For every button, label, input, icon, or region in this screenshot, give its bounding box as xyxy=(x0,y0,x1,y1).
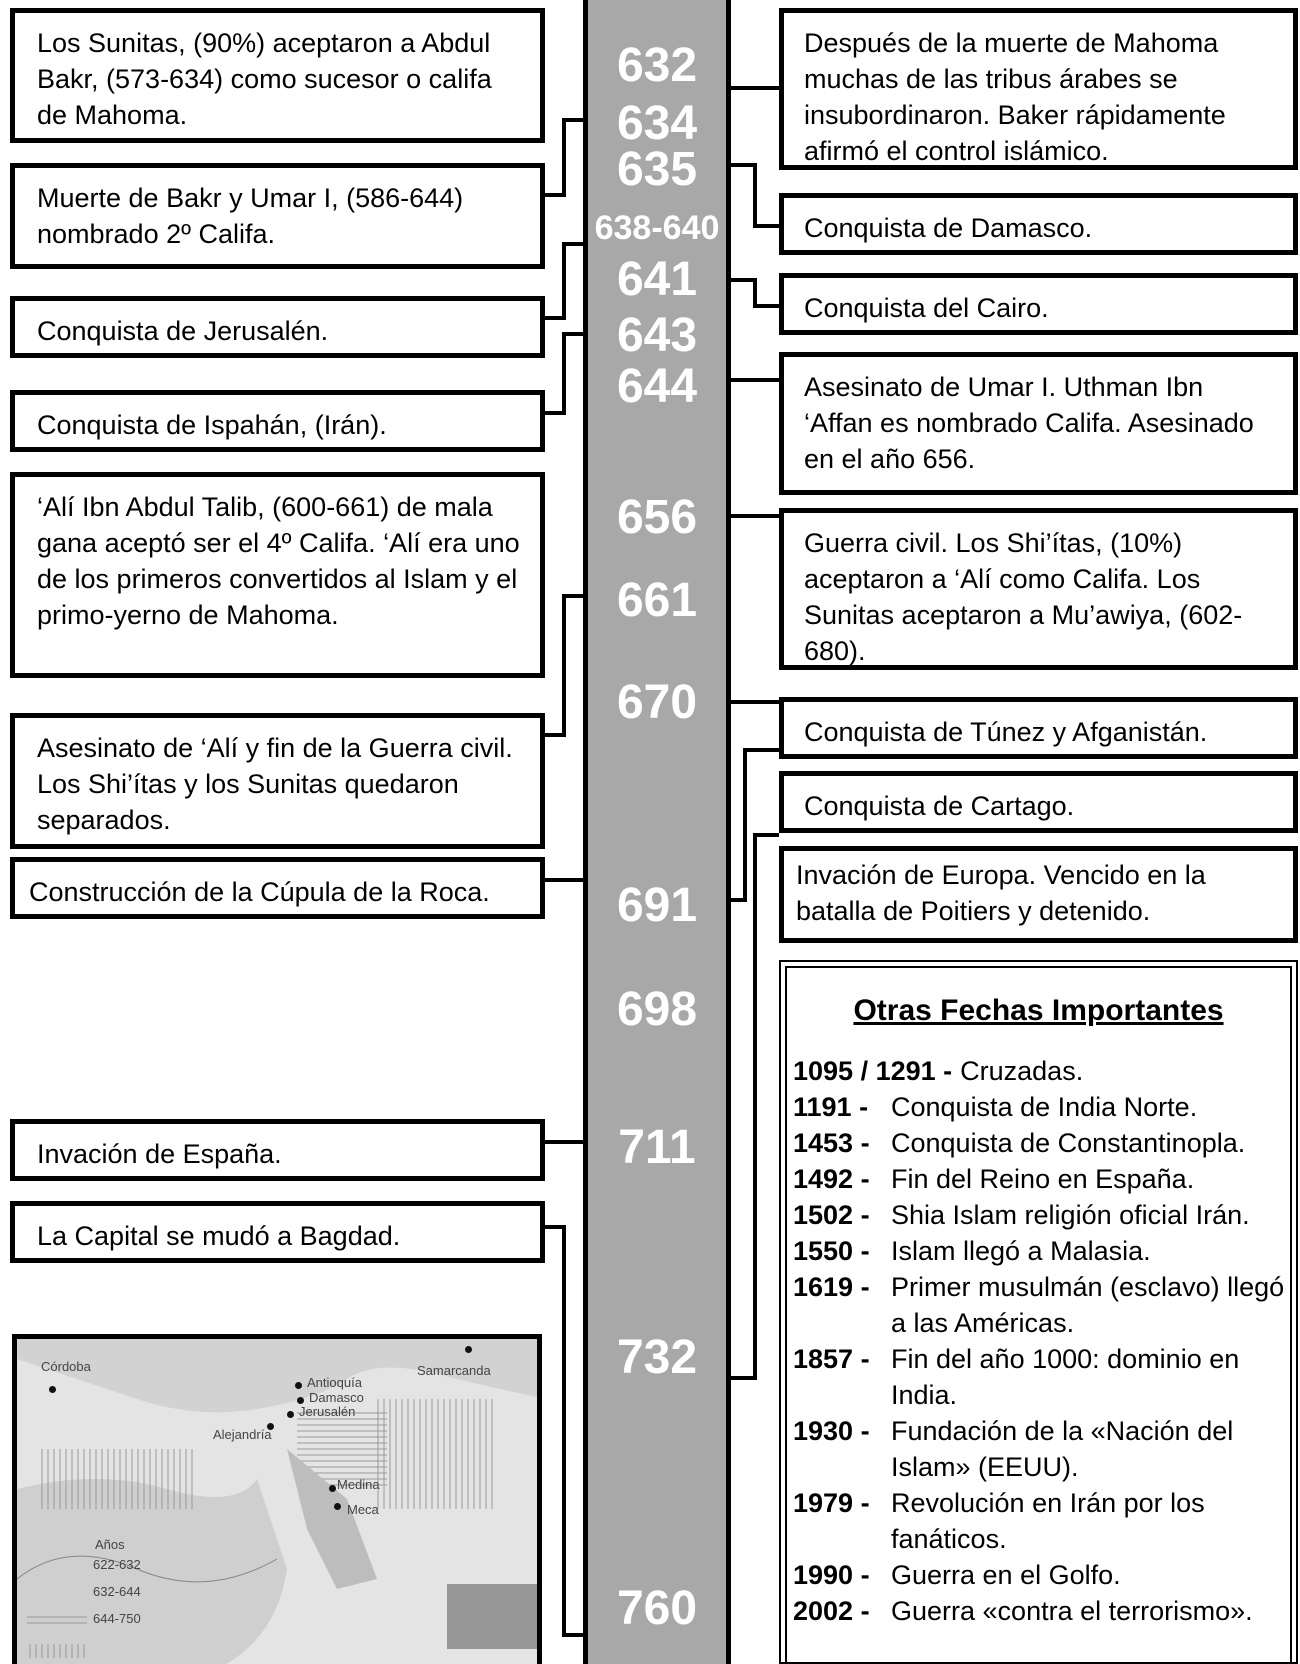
other-dates-frame xyxy=(785,966,1292,1662)
map-graphic xyxy=(17,1339,537,1664)
map-legend-item: 644-750 xyxy=(93,1611,141,1626)
event-text: Muerte de Bakr y Umar I, (586-644) nombr… xyxy=(37,183,464,249)
year-label: 760 xyxy=(616,1582,698,1635)
city-marker xyxy=(295,1382,302,1389)
city-marker xyxy=(287,1411,294,1418)
event-text: Construcción de la Cúpula de la Roca. xyxy=(29,877,490,907)
list-item: 1619 -Primer musulmán (esclavo) llegó a … xyxy=(793,1272,1285,1338)
other-dates-list: 1095 / 1291 -Cruzadas. 1191 -Conquista d… xyxy=(793,1053,1292,1629)
event-text: La Capital se mudó a Bagdad. xyxy=(37,1221,401,1251)
event-box-634: Muerte de Bakr y Umar I, (586-644) nombr… xyxy=(10,163,545,269)
year-label: 634 xyxy=(616,97,698,150)
event-box-656: ‘Alí Ibn Abdul Talib, (600-661) de mala … xyxy=(10,472,545,678)
event-text: Después de la muerte de Mahoma muchas de… xyxy=(804,28,1226,166)
event-box-632-right: Después de la muerte de Mahoma muchas de… xyxy=(779,8,1298,170)
city-label: Damasco xyxy=(309,1390,364,1405)
event-text: Invación de Europa. Vencido en la batall… xyxy=(796,860,1206,926)
event-box-638-640: Conquista de Jerusalén. xyxy=(10,296,545,358)
list-item: 1453 -Conquista de Constantinopla. xyxy=(793,1128,1246,1158)
list-item: 1095 / 1291 -Cruzadas. xyxy=(793,1056,1084,1086)
event-text: Asesinato de ‘Alí y fin de la Guerra civ… xyxy=(37,733,513,835)
city-marker xyxy=(334,1503,341,1510)
event-text: Conquista del Cairo. xyxy=(804,293,1049,323)
list-item: 1930 -Fundación de la «Nación del Islam»… xyxy=(793,1416,1234,1482)
expansion-map: Córdoba Samarcanda Antioquía Damasco Jer… xyxy=(12,1334,542,1664)
city-label: Samarcanda xyxy=(417,1363,491,1378)
year-label: 656 xyxy=(616,491,698,544)
event-box-641: Conquista del Cairo. xyxy=(779,273,1298,335)
year-label: 635 xyxy=(616,143,698,196)
event-box-732: Invación de Europa. Vencido en la batall… xyxy=(779,846,1298,943)
map-legend-item: 622-632 xyxy=(93,1557,141,1572)
event-text: Conquista de Ispahán, (Irán). xyxy=(37,410,387,440)
event-box-656-right: Guerra civil. Los Shi’ítas, (10%) acepta… xyxy=(779,508,1298,670)
city-marker xyxy=(329,1485,336,1492)
list-item: 1492 -Fin del Reino en España. xyxy=(793,1164,1195,1194)
year-label: 632 xyxy=(616,39,698,92)
map-legend-item: 632-644 xyxy=(93,1584,141,1599)
year-label: 644 xyxy=(616,360,698,413)
event-box-661: Asesinato de ‘Alí y fin de la Guerra civ… xyxy=(10,713,545,849)
year-label: 643 xyxy=(616,309,698,362)
list-item: 1550 -Islam llegó a Malasia. xyxy=(793,1236,1151,1266)
year-label: 670 xyxy=(616,676,698,729)
year-label: 711 xyxy=(618,1121,696,1174)
year-label: 732 xyxy=(616,1331,698,1384)
city-label: Medina xyxy=(337,1477,380,1492)
event-text: Conquista de Damasco. xyxy=(804,213,1093,243)
list-item: 2002 -Guerra «contra el terrorismo». xyxy=(793,1596,1253,1626)
event-text: Los Sunitas, (90%) aceptaron a Abdul Bak… xyxy=(37,28,492,130)
event-text: Conquista de Jerusalén. xyxy=(37,316,329,346)
event-box-691: Construcción de la Cúpula de la Roca. xyxy=(10,857,545,919)
city-marker xyxy=(49,1386,56,1393)
city-label: Jerusalén xyxy=(299,1404,356,1419)
city-marker xyxy=(465,1346,472,1353)
event-box-698: Conquista de Cartago. xyxy=(779,771,1298,833)
event-box-635: Conquista de Damasco. xyxy=(779,193,1298,255)
event-box-644: Asesinato de Umar I. Uthman Ibn ‘Affan e… xyxy=(779,352,1298,495)
city-label: Antioquía xyxy=(307,1375,362,1390)
year-label: 698 xyxy=(616,983,698,1036)
list-item: 1191 -Conquista de India Norte. xyxy=(793,1092,1198,1122)
list-item: 1979 -Revolución en Irán por los fanátic… xyxy=(793,1488,1205,1554)
event-box-711: Invación de España. xyxy=(10,1119,545,1181)
event-text: Asesinato de Umar I. Uthman Ibn ‘Affan e… xyxy=(804,372,1254,474)
event-box-670: Conquista de Túnez y Afganistán. xyxy=(779,697,1298,759)
event-text: Conquista de Túnez y Afganistán. xyxy=(804,717,1208,747)
city-marker xyxy=(267,1423,274,1430)
city-label: Meca xyxy=(347,1502,379,1517)
event-box-760: La Capital se mudó a Bagdad. xyxy=(10,1201,545,1263)
list-item: 1990 -Guerra en el Golfo. xyxy=(793,1560,1121,1590)
timeline-spine xyxy=(583,0,731,1664)
year-label: 638-640 xyxy=(594,209,720,247)
map-legend-title: Años xyxy=(95,1537,125,1552)
year-label: 691 xyxy=(616,879,698,932)
year-label: 641 xyxy=(616,253,698,306)
event-text: Invación de España. xyxy=(37,1139,282,1169)
year-label: 661 xyxy=(616,574,698,627)
event-text: Conquista de Cartago. xyxy=(804,791,1075,821)
city-label: Córdoba xyxy=(41,1359,91,1374)
event-text: ‘Alí Ibn Abdul Talib, (600-661) de mala … xyxy=(37,492,520,630)
event-text: Guerra civil. Los Shi’ítas, (10%) acepta… xyxy=(804,528,1243,666)
city-label: Alejandría xyxy=(213,1427,272,1442)
other-dates-panel: Otras Fechas Importantes 1095 / 1291 -Cr… xyxy=(779,960,1298,1664)
list-item: 1502 -Shia Islam religión oficial Irán. xyxy=(793,1200,1250,1230)
event-box-643: Conquista de Ispahán, (Irán). xyxy=(10,390,545,452)
city-marker xyxy=(297,1397,304,1404)
event-box-632: Los Sunitas, (90%) aceptaron a Abdul Bak… xyxy=(10,8,545,143)
other-dates-title: Otras Fechas Importantes xyxy=(853,994,1224,1027)
list-item: 1857 -Fin del año 1000: dominio en India… xyxy=(793,1344,1240,1410)
